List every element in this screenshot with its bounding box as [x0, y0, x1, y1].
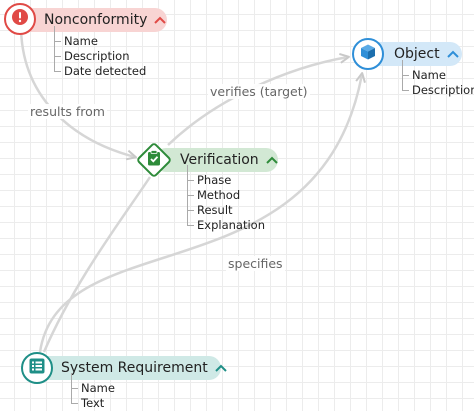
attribute-item: Description — [54, 41, 146, 64]
verification-attributes: Phase Method Result Explanation — [187, 165, 265, 233]
attribute-item: Name — [402, 60, 474, 83]
chevron-up-icon[interactable] — [446, 50, 459, 58]
requirement-icon-button[interactable] — [21, 352, 53, 384]
nonconformity-attributes: Name Description Date detected — [54, 26, 146, 79]
verification-title: Verification — [180, 152, 259, 168]
requirement-title: System Requirement — [61, 360, 208, 376]
cube-icon — [359, 43, 377, 65]
object-title: Object — [394, 46, 440, 62]
nonconformity-title: Nonconformity — [44, 12, 148, 28]
object-attributes: Name Description — [402, 60, 474, 98]
verification-icon-button[interactable] — [135, 141, 173, 179]
attribute-item: Text — [71, 388, 115, 411]
edge-label-verifies: verifies (target) — [208, 84, 310, 99]
clipboard-check-icon — [147, 150, 161, 170]
exclamation-icon — [11, 8, 29, 30]
requirement-header[interactable]: System Requirement — [35, 356, 227, 380]
attribute-item: Phase — [187, 165, 265, 188]
attribute-item: Description — [402, 75, 474, 98]
chevron-up-icon[interactable] — [265, 156, 278, 164]
attribute-item: Name — [71, 373, 115, 396]
edge-label-specifies: specifies — [226, 256, 285, 271]
nonconformity-icon-button[interactable] — [4, 3, 36, 35]
nonconformity-header[interactable]: Nonconformity — [18, 8, 167, 32]
attribute-item: Method — [187, 180, 265, 203]
requirement-attributes: Name Text — [71, 373, 115, 411]
attribute-item: Name — [54, 26, 146, 49]
attribute-item: Explanation — [187, 210, 265, 233]
attribute-item: Result — [187, 195, 265, 218]
chevron-up-icon[interactable] — [154, 16, 167, 24]
edge-verifies — [167, 52, 350, 146]
edge-specifies — [38, 72, 366, 353]
attribute-item: Date detected — [54, 56, 146, 79]
object-icon-button[interactable] — [352, 38, 384, 70]
edge-label-results-from: results from — [28, 104, 107, 119]
chevron-up-icon[interactable] — [214, 364, 227, 372]
edge-req-to-verification — [42, 176, 152, 353]
list-icon — [29, 358, 45, 378]
verification-header[interactable]: Verification — [154, 148, 278, 172]
